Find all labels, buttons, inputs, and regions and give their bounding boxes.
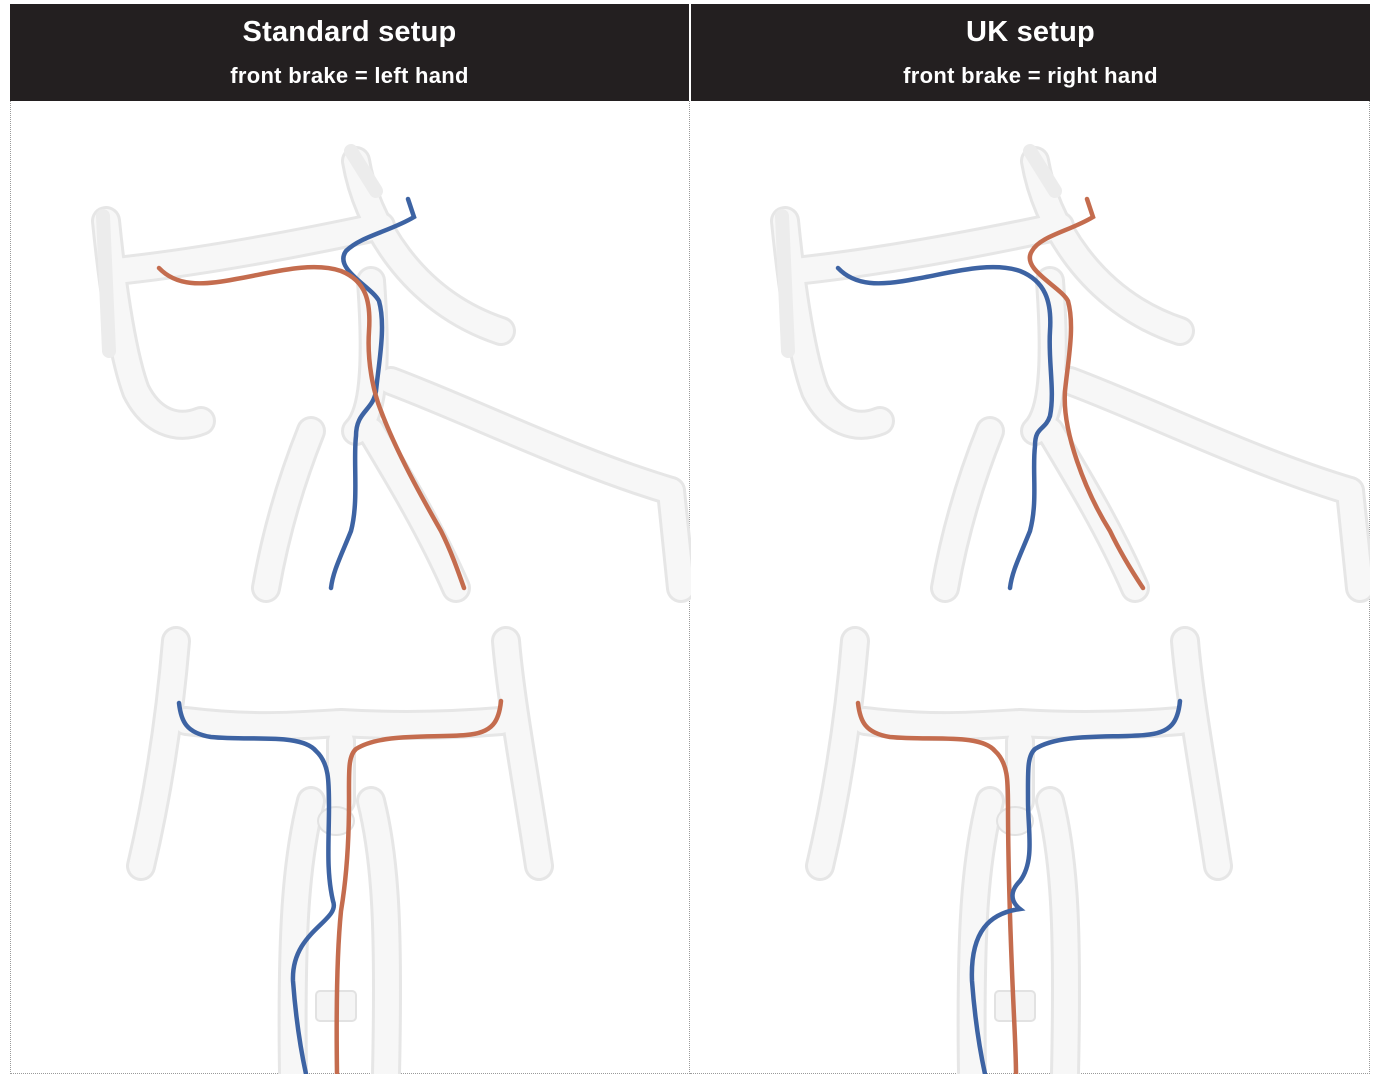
uk-setup-panel xyxy=(690,101,1370,1074)
front-brake-hose-copper-front-view xyxy=(858,703,1016,1074)
standard-setup-illustration xyxy=(11,101,691,1074)
comparison-grid: Standard setup front brake = left hand U… xyxy=(10,4,1370,1074)
front-view-bike-frame xyxy=(141,641,539,1074)
standard-setup-title: Standard setup xyxy=(10,16,689,49)
standard-setup-header: Standard setup front brake = left hand xyxy=(10,4,689,101)
standard-setup-subtitle: front brake = left hand xyxy=(10,63,689,89)
uk-setup-header: UK setup front brake = right hand xyxy=(691,4,1370,101)
uk-setup-illustration xyxy=(690,101,1370,1074)
side-view-bike-frame xyxy=(782,151,1360,588)
uk-setup-title: UK setup xyxy=(691,16,1370,49)
uk-setup-subtitle: front brake = right hand xyxy=(691,63,1370,89)
standard-setup-panel xyxy=(10,101,690,1074)
side-view-bike-frame xyxy=(103,151,681,588)
front-view-bike-frame xyxy=(820,641,1218,1074)
rear-brake-hose-copper-front-view xyxy=(337,701,501,1074)
